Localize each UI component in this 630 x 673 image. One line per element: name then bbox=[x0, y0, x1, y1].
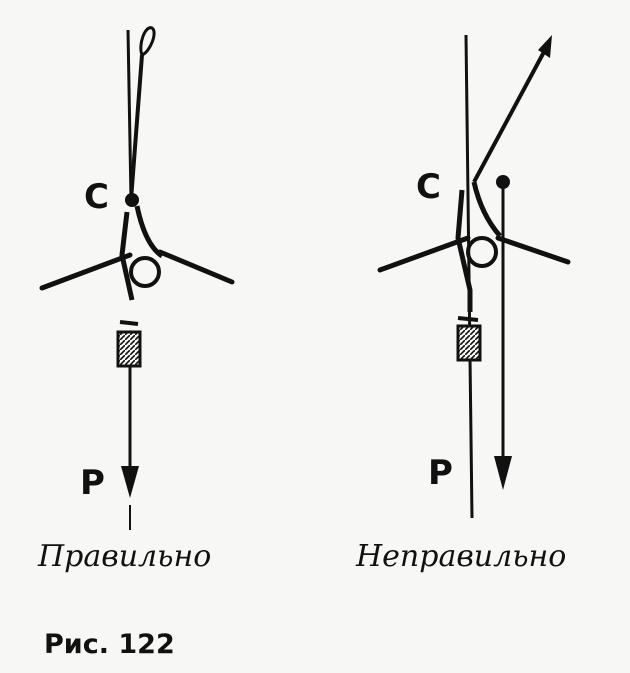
right-suspension-string bbox=[472, 49, 547, 183]
right-weight-tab bbox=[457, 316, 479, 322]
right-suspension-hook bbox=[538, 35, 552, 58]
left-vertical-line bbox=[126, 29, 133, 201]
left-weight-tab bbox=[119, 320, 139, 326]
right-ring bbox=[466, 236, 498, 268]
right-force-label: P bbox=[428, 453, 453, 493]
right-body-right-edge bbox=[471, 181, 502, 238]
left-body-left-arm bbox=[39, 252, 133, 291]
left-weight bbox=[116, 330, 142, 368]
left-body-right-arm bbox=[157, 249, 235, 285]
right-caption: Неправильно bbox=[355, 539, 566, 574]
left-force-arrowhead bbox=[121, 466, 139, 498]
left-body-left-edge bbox=[119, 211, 135, 301]
figure-label: Рис. 122 bbox=[44, 629, 175, 660]
left-force-label: P bbox=[80, 463, 105, 503]
right-weight bbox=[456, 324, 482, 362]
left-suspension-hook bbox=[139, 26, 156, 57]
right-panel: C P Неправильно bbox=[355, 34, 571, 574]
left-point-c-label: C bbox=[84, 177, 109, 217]
left-body-right-edge bbox=[134, 205, 164, 259]
left-panel: C P Правильно bbox=[37, 26, 235, 574]
right-point-c-label: C bbox=[416, 167, 441, 207]
right-body-right-arm bbox=[495, 235, 571, 265]
right-body-left-edge bbox=[455, 189, 473, 312]
right-body-left-arm bbox=[377, 235, 471, 273]
left-caption: Правильно bbox=[37, 539, 211, 574]
left-point-c bbox=[125, 193, 139, 207]
left-suspension-string bbox=[129, 54, 144, 201]
right-force-arrowhead bbox=[494, 456, 512, 490]
left-ring bbox=[129, 256, 161, 288]
